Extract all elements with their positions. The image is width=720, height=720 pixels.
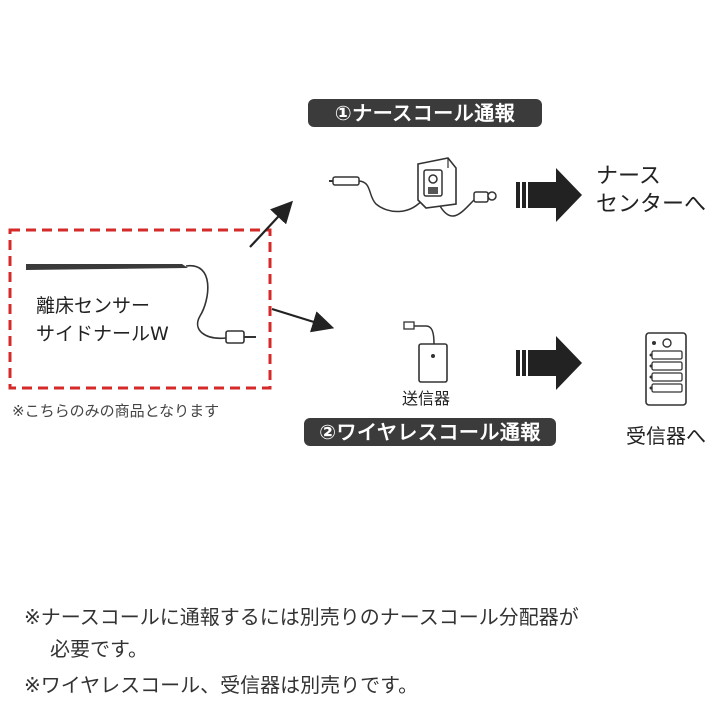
nurse-center-label-line2: センターへ [596,192,707,217]
nurse-center-label-line1: ナース [596,164,661,189]
nurse-call-box-icon [329,157,497,217]
product-scope-note: ※こちらのみの商品となります [12,402,220,420]
footnote-nurse-call: ※ナースコールに通報するには別売りのナースコール分配器が [24,605,579,629]
arrow-to-wireless [271,307,335,333]
footnote-wireless: ※ワイヤレスコール、受信器は別売りです。 [24,673,419,697]
transmitter-label: 送信器 [402,389,451,408]
product-name-line2: サイドナールW [36,323,169,345]
product-frame [8,228,272,390]
block-arrow-to-nurse-center [516,168,582,222]
wireless-call-badge: ②ワイヤレスコール通報 [304,418,556,446]
sensor-bar-icon [26,264,256,344]
receiver-panel-icon [645,332,687,406]
transmitter-icon [403,321,448,383]
receiver-destination-label: 受信器へ [626,424,706,448]
footnote-nurse-call-continued: 必要です。 [50,637,148,661]
product-name-line1: 離床センサー [36,295,151,317]
nurse-call-badge: ①ナースコール通報 [308,99,542,127]
arrow-to-nurse-call [249,200,293,248]
block-arrow-to-receiver [516,336,582,390]
